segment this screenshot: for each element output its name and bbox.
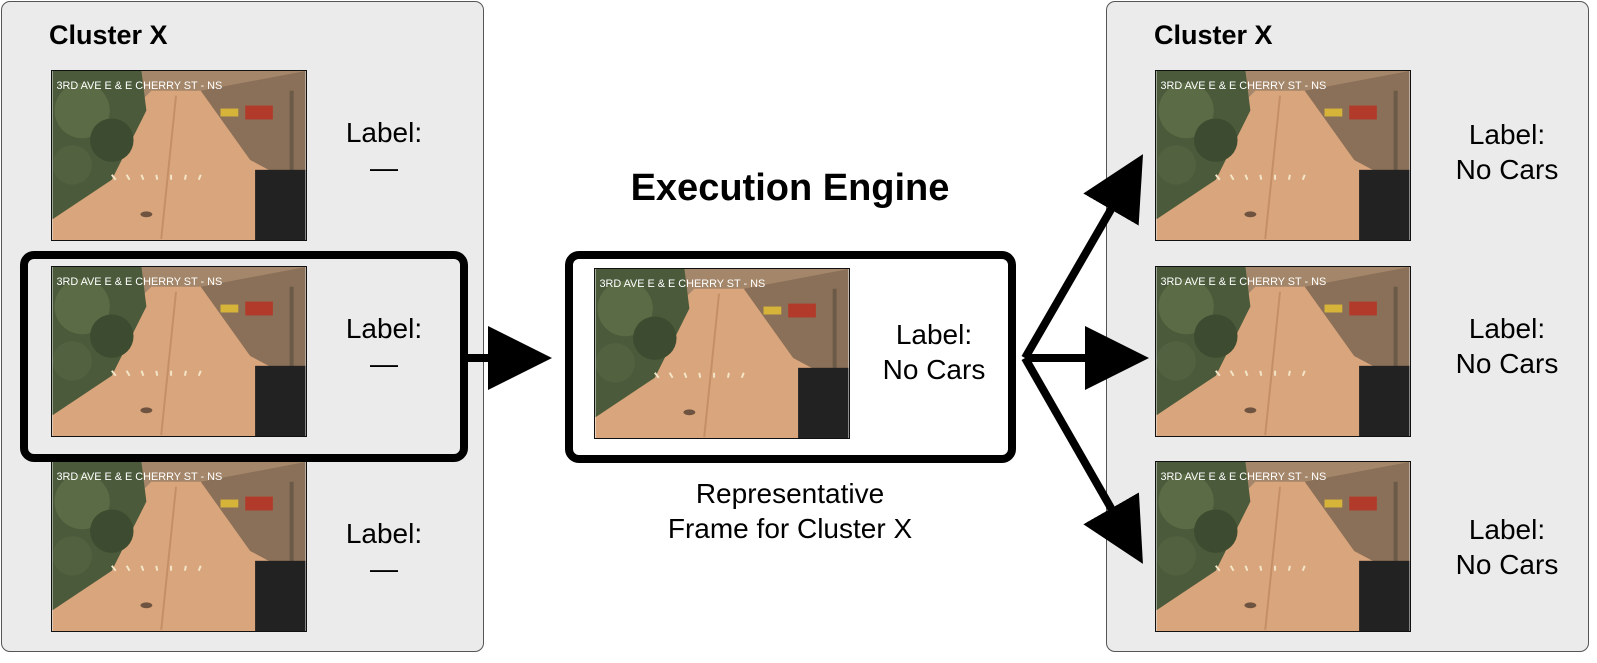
label-value: — [370, 152, 398, 183]
representative-frame-caption: Representative Frame for Cluster X [600, 476, 980, 546]
left-frame-3-label: Label: — [304, 516, 464, 586]
street-camera-image: 3RD AVE E & E CHERRY ST - NS [1156, 71, 1410, 240]
svg-text:3RD AVE E & E CHERRY ST - NS: 3RD AVE E & E CHERRY ST - NS [56, 471, 222, 483]
svg-text:3RD AVE E & E CHERRY ST - NS: 3RD AVE E & E CHERRY ST - NS [56, 80, 222, 92]
left-cluster-title: Cluster X [49, 20, 168, 50]
right-frame-1: 3RD AVE E & E CHERRY ST - NS [1155, 70, 1411, 241]
left-frame-2: 3RD AVE E & E CHERRY ST - NS [51, 266, 307, 437]
label-value: No Cars [1455, 549, 1559, 580]
label-value: — [370, 553, 398, 584]
caption-line-1: Representative [695, 478, 885, 509]
left-frame-2-label: Label: — [304, 311, 464, 381]
right-frame-2: 3RD AVE E & E CHERRY ST - NS [1155, 266, 1411, 437]
svg-text:3RD AVE E & E CHERRY ST - NS: 3RD AVE E & E CHERRY ST - NS [1160, 471, 1326, 483]
right-frame-2-label: Label: No Cars [1427, 311, 1587, 381]
left-frame-1-label: Label: — [304, 115, 464, 185]
caption-line-2: Frame for Cluster X [667, 513, 913, 544]
label-key: Label: [1468, 514, 1546, 545]
svg-text:3RD AVE E & E CHERRY ST - NS: 3RD AVE E & E CHERRY ST - NS [599, 278, 765, 290]
label-value: No Cars [882, 354, 986, 385]
label-key: Label: [895, 319, 973, 350]
street-camera-image: 3RD AVE E & E CHERRY ST - NS [595, 269, 849, 438]
street-camera-image: 3RD AVE E & E CHERRY ST - NS [1156, 462, 1410, 631]
street-camera-image: 3RD AVE E & E CHERRY ST - NS [52, 71, 306, 240]
label-key: Label: [1468, 119, 1546, 150]
selected-frame-highlight [20, 251, 468, 462]
right-cluster-title: Cluster X [1154, 20, 1273, 50]
label-value: No Cars [1455, 348, 1559, 379]
arrow-to-right-frame-1 [1021, 154, 1144, 361]
street-camera-image: 3RD AVE E & E CHERRY ST - NS [52, 267, 306, 436]
label-value: — [370, 348, 398, 379]
street-camera-image: 3RD AVE E & E CHERRY ST - NS [52, 462, 306, 631]
label-value: No Cars [1455, 154, 1559, 185]
svg-text:3RD AVE E & E CHERRY ST - NS: 3RD AVE E & E CHERRY ST - NS [56, 276, 222, 288]
left-frame-1: 3RD AVE E & E CHERRY ST - NS [51, 70, 307, 241]
label-key: Label: [345, 313, 423, 344]
street-camera-image: 3RD AVE E & E CHERRY ST - NS [1156, 267, 1410, 436]
right-frame-1-label: Label: No Cars [1427, 117, 1587, 187]
execution-engine-title: Execution Engine [630, 167, 950, 209]
label-key: Label: [345, 117, 423, 148]
label-key: Label: [1468, 313, 1546, 344]
arrow-to-right-frame-3 [1021, 356, 1143, 564]
svg-text:3RD AVE E & E CHERRY ST - NS: 3RD AVE E & E CHERRY ST - NS [1160, 80, 1326, 92]
label-key: Label: [345, 518, 423, 549]
representative-frame-box [565, 251, 1016, 463]
right-frame-3: 3RD AVE E & E CHERRY ST - NS [1155, 461, 1411, 632]
representative-frame: 3RD AVE E & E CHERRY ST - NS [594, 268, 850, 439]
representative-frame-label: Label: No Cars [854, 317, 1014, 387]
svg-text:3RD AVE E & E CHERRY ST - NS: 3RD AVE E & E CHERRY ST - NS [1160, 276, 1326, 288]
right-frame-3-label: Label: No Cars [1427, 512, 1587, 582]
